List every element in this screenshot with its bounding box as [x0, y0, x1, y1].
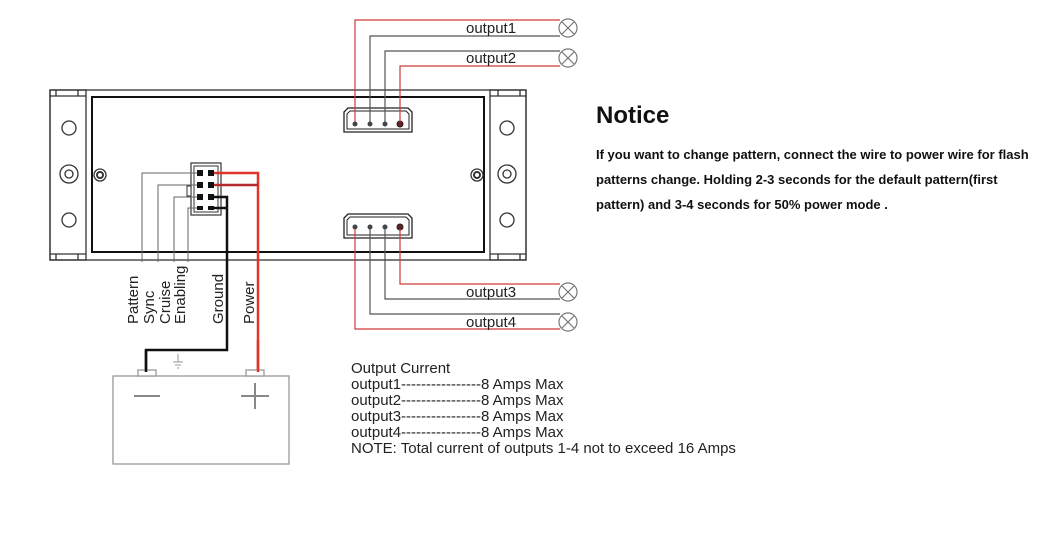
notice-title: Notice: [596, 102, 670, 129]
mounting-hole: [497, 164, 517, 184]
output-current-title: Output Current: [351, 360, 451, 377]
mounting-holes: [59, 120, 517, 228]
mounting-hole: [61, 212, 77, 228]
output-label-4: output4: [466, 314, 516, 331]
output-label-3: output3: [466, 284, 516, 301]
harness-label-power: Power: [241, 281, 258, 324]
output-current-note: NOTE: Total current of outputs 1-4 not t…: [351, 440, 736, 457]
lamp-icon-output3: [558, 282, 578, 302]
notice-panel: Notice If you want to change pattern, co…: [596, 102, 1046, 217]
output-current-row: output3----------------8 Amps Max: [351, 408, 564, 425]
output-current-row: output4----------------8 Amps Max: [351, 424, 564, 441]
output-current-row: output1----------------8 Amps Max: [351, 376, 564, 393]
output-connector-top: [343, 107, 413, 133]
input-harness-connector: [186, 162, 222, 216]
lamp-icons: [558, 18, 578, 332]
harness-label-enabling: Enabling: [172, 266, 189, 324]
controller-housing: [49, 89, 527, 261]
output-wires-top: [354, 19, 560, 122]
screw: [93, 168, 107, 182]
mounting-hole: [499, 120, 515, 136]
lamp-icon-output2: [558, 48, 578, 68]
output-connector-bottom: [343, 213, 413, 239]
lamp-icon-output4: [558, 312, 578, 332]
screw: [470, 168, 484, 182]
output-current-row: output2----------------8 Amps Max: [351, 392, 564, 409]
harness-label-pattern: Pattern: [125, 276, 142, 324]
output-label-2: output2: [466, 50, 516, 67]
harness-label-ground: Ground: [210, 274, 227, 324]
output-current-spec: Output Current output1----------------8 …: [351, 361, 736, 457]
battery-icon: [112, 369, 290, 465]
mounting-hole: [499, 212, 515, 228]
lamp-icon-output1: [558, 18, 578, 38]
harness-label-cruise: Cruise: [157, 281, 174, 324]
output-wires-bottom: [354, 229, 560, 330]
output-label-1: output1: [466, 20, 516, 37]
harness-label-sync: Sync: [141, 290, 158, 324]
mounting-hole: [59, 164, 79, 184]
mounting-hole: [61, 120, 77, 136]
ground-icon: [173, 354, 183, 369]
notice-body: If you want to change pattern, connect t…: [596, 147, 1029, 212]
